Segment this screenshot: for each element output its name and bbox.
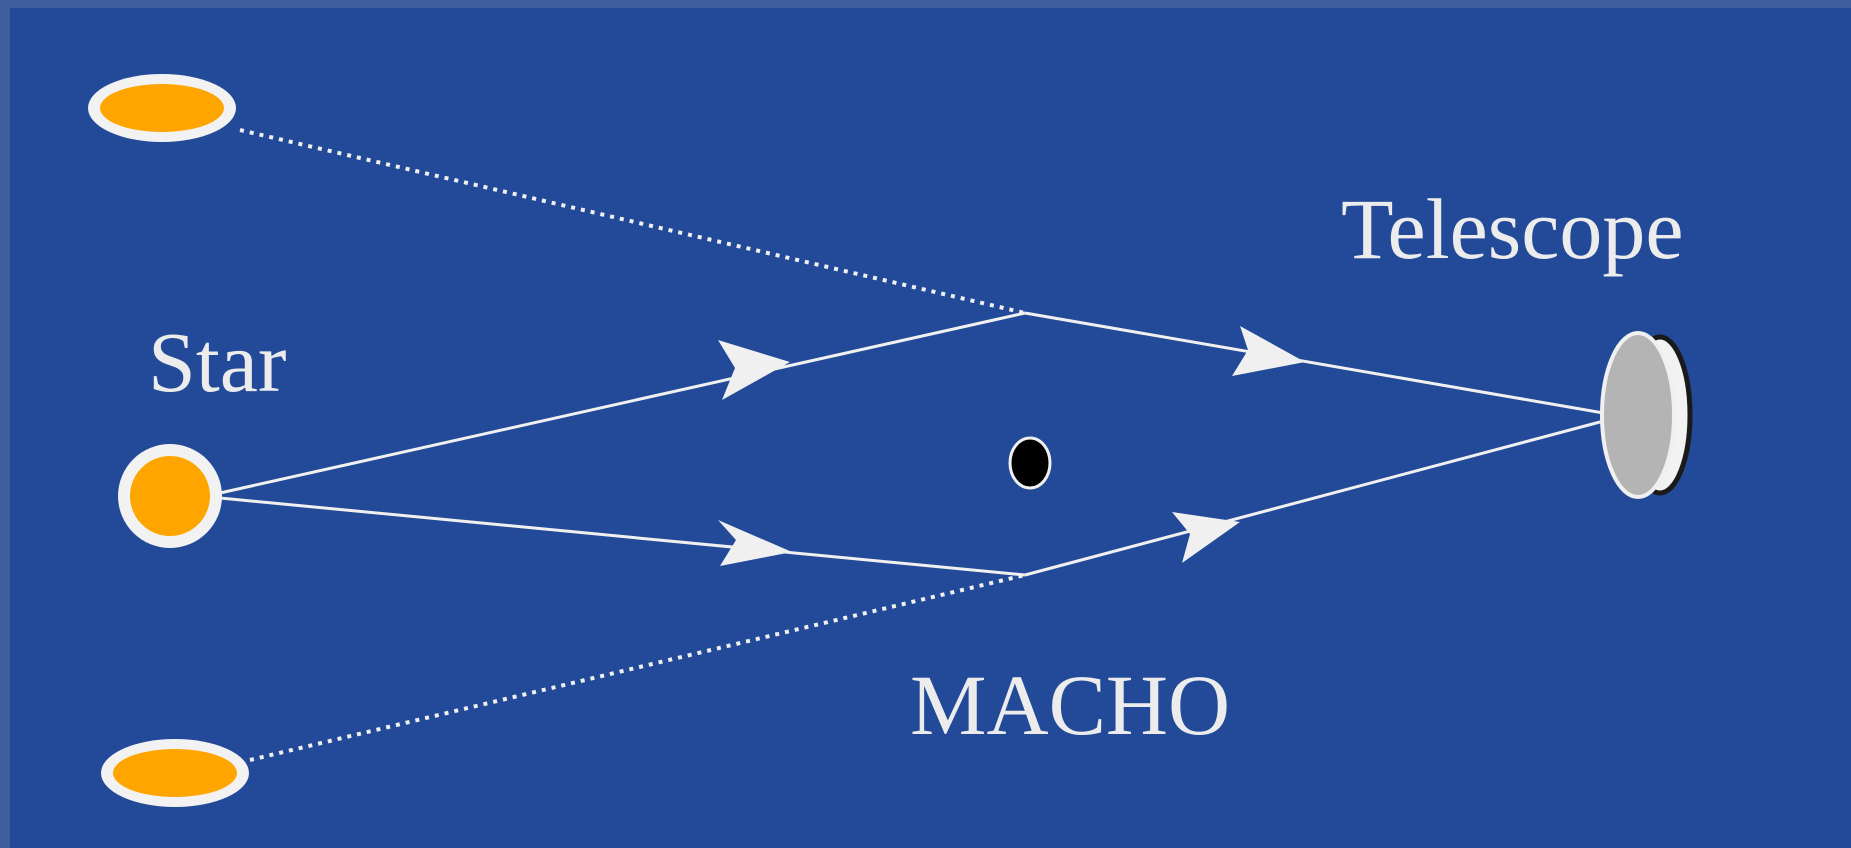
dotted-line-top bbox=[240, 130, 1025, 313]
upper-ray-arrow-1 bbox=[718, 340, 790, 400]
star-label: Star bbox=[148, 314, 287, 410]
dotted-line-bottom bbox=[250, 575, 1025, 760]
macho-lens-object bbox=[1010, 438, 1050, 488]
apparent-star-image-top bbox=[88, 74, 236, 142]
source-star bbox=[118, 444, 222, 548]
macho-label: MACHO bbox=[910, 657, 1230, 753]
lower-ray-segment-2 bbox=[1025, 418, 1615, 575]
apparent-star-image-bottom bbox=[101, 739, 249, 807]
telescope-label: Telescope bbox=[1341, 181, 1684, 277]
telescope-icon bbox=[1602, 333, 1690, 497]
upper-ray-segment-1 bbox=[220, 313, 1025, 493]
upper-ray-segment-2 bbox=[1025, 313, 1615, 415]
lower-ray-segment-1 bbox=[220, 498, 1025, 575]
lower-ray-arrow-1 bbox=[718, 520, 792, 566]
